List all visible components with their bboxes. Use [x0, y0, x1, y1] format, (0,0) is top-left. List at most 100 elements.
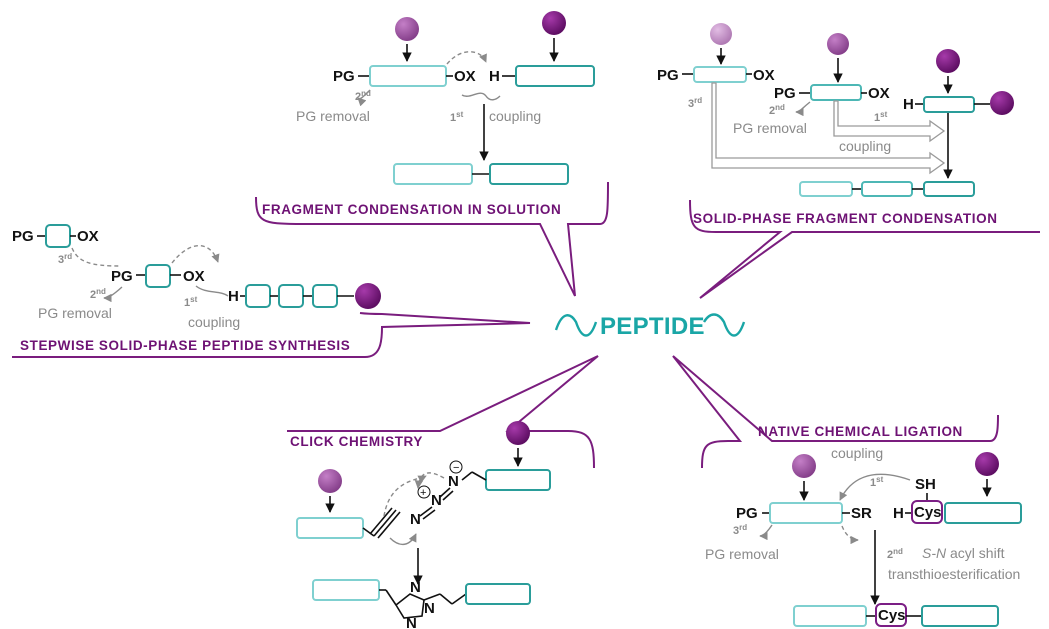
- azide-fragment-box: [485, 469, 551, 491]
- fragment-box-light: [693, 66, 747, 83]
- fragment-box-mid: [810, 84, 862, 101]
- ox-label: OX: [77, 228, 99, 245]
- resin-bead-dark: [506, 421, 530, 445]
- ord-2nd: 2nd: [90, 287, 106, 301]
- title-stepwise: STEPWISE SOLID-PHASE PEPTIDE SYNTHESIS: [20, 338, 350, 353]
- title-click: CLICK CHEMISTRY: [290, 434, 423, 449]
- coupling-label: coupling: [839, 138, 891, 154]
- svg-text:N: N: [410, 579, 421, 596]
- ord-3rd: 3rd: [688, 96, 702, 110]
- svg-text:+: +: [420, 487, 426, 499]
- ncl-2nd-line1: S-N acyl shift: [922, 545, 1005, 561]
- resin-bead-mid: [318, 469, 342, 493]
- center-peptide: PEPTIDE: [554, 313, 746, 340]
- ord-1st: 1st: [450, 110, 464, 124]
- pg-removal-label: PG removal: [733, 120, 807, 136]
- resin-bead-light: [710, 23, 732, 45]
- product-cys-box: [875, 603, 907, 627]
- panel-click: N N N − + N N N: [296, 421, 551, 629]
- pg-label: PG: [774, 85, 796, 102]
- triazole-ring: [394, 593, 425, 619]
- aa-box: [145, 264, 171, 288]
- alkyne-fragment-box: [296, 517, 364, 539]
- panel-solid-fragment: PG OX PG OX H 3rd 2nd PG removal 1st cou…: [657, 23, 1014, 197]
- resin-bead-mid: [395, 17, 419, 41]
- product-box-light: [312, 579, 380, 601]
- h-label: H: [893, 505, 904, 522]
- pg-removal-label: PG removal: [38, 305, 112, 321]
- callout-fragment-solution: [255, 181, 609, 297]
- resin-bead-dark: [975, 452, 999, 476]
- ord-3rd: 3rd: [733, 523, 747, 537]
- coupling-label: coupling: [831, 445, 883, 461]
- thioester-fragment-box: [769, 502, 843, 524]
- ox-label: OX: [183, 268, 205, 285]
- resin-bead-dark-2: [936, 49, 960, 73]
- resin-bead-dark-3: [990, 91, 1014, 115]
- svg-text:N: N: [406, 615, 417, 629]
- left-wave: [554, 314, 598, 337]
- resin-bead-mid: [792, 454, 816, 478]
- title-solid-fragment: SOLID-PHASE FRAGMENT CONDENSATION: [693, 211, 998, 226]
- panel-stepwise: PG OX 3rd PG OX 2nd PG removal 1st coupl…: [12, 224, 381, 330]
- svg-text:N: N: [424, 600, 435, 617]
- hollow-arrow-1: [833, 100, 946, 143]
- product-box: [465, 583, 531, 605]
- ord-1st: 1st: [184, 295, 198, 309]
- right-wave: [702, 313, 746, 337]
- product-box: [921, 605, 999, 627]
- svg-text:−: −: [453, 462, 459, 474]
- resin-bead-dark: [355, 283, 381, 309]
- ord-2nd: 2nd: [887, 547, 903, 561]
- aa-box: [245, 284, 271, 308]
- ord-2nd: 2nd: [769, 103, 785, 117]
- ord-2nd: 2nd: [355, 89, 371, 103]
- fragment-box-light: [369, 65, 447, 87]
- title-ncl: NATIVE CHEMICAL LIGATION: [758, 424, 963, 439]
- resin-bead-dark: [542, 11, 566, 35]
- product-box: [923, 181, 975, 197]
- panel-ncl: coupling SH 1st PG SR H Cys 3rd PG remov…: [705, 445, 1022, 627]
- minus-charge: [449, 460, 463, 474]
- callout-stepwise: [12, 312, 531, 358]
- pg-label: PG: [12, 228, 34, 245]
- panel-fragment-solution: PG OX H 2nd PG removal 1st coupling: [296, 11, 595, 185]
- n-label: N: [448, 473, 459, 490]
- product-box-mid: [861, 181, 913, 197]
- ord-1st: 1st: [870, 475, 884, 489]
- pg-label: PG: [736, 505, 758, 522]
- n-label: N: [410, 511, 421, 528]
- pg-label: PG: [657, 67, 679, 84]
- resin-bead-mid-2: [827, 33, 849, 55]
- title-fragment-solution: FRAGMENT CONDENSATION IN SOLUTION: [262, 202, 561, 217]
- plus-charge: [417, 485, 431, 499]
- sh-label: SH: [915, 476, 936, 493]
- sr-label: SR: [851, 505, 872, 522]
- cys-box: [911, 500, 943, 524]
- callout-click: [287, 355, 599, 469]
- product-box-light: [393, 163, 473, 185]
- coupling-label: coupling: [489, 108, 541, 124]
- callout-lines: [12, 181, 1040, 469]
- ox-label: OX: [454, 68, 476, 85]
- product-cys-label: Cys: [878, 607, 906, 624]
- h-label: H: [903, 96, 914, 113]
- coupling-label: coupling: [188, 314, 240, 330]
- n-label: N: [431, 492, 442, 509]
- aa-box: [278, 284, 304, 308]
- ord-3rd: 3rd: [58, 252, 72, 266]
- pg-label: PG: [111, 268, 133, 285]
- ord-1st: 1st: [874, 110, 888, 124]
- ox-label: OX: [868, 85, 890, 102]
- product-box-light: [793, 605, 867, 627]
- pg-removal-label: PG removal: [296, 108, 370, 124]
- h-label: H: [228, 288, 239, 305]
- callout-solid-fragment: [689, 199, 1040, 299]
- ox-label: OX: [753, 67, 775, 84]
- pg-removal-label: PG removal: [705, 546, 779, 562]
- pg-label: PG: [333, 68, 355, 85]
- cys-label: Cys: [914, 504, 942, 521]
- h-label: H: [489, 68, 500, 85]
- hollow-arrow-2: [711, 82, 946, 175]
